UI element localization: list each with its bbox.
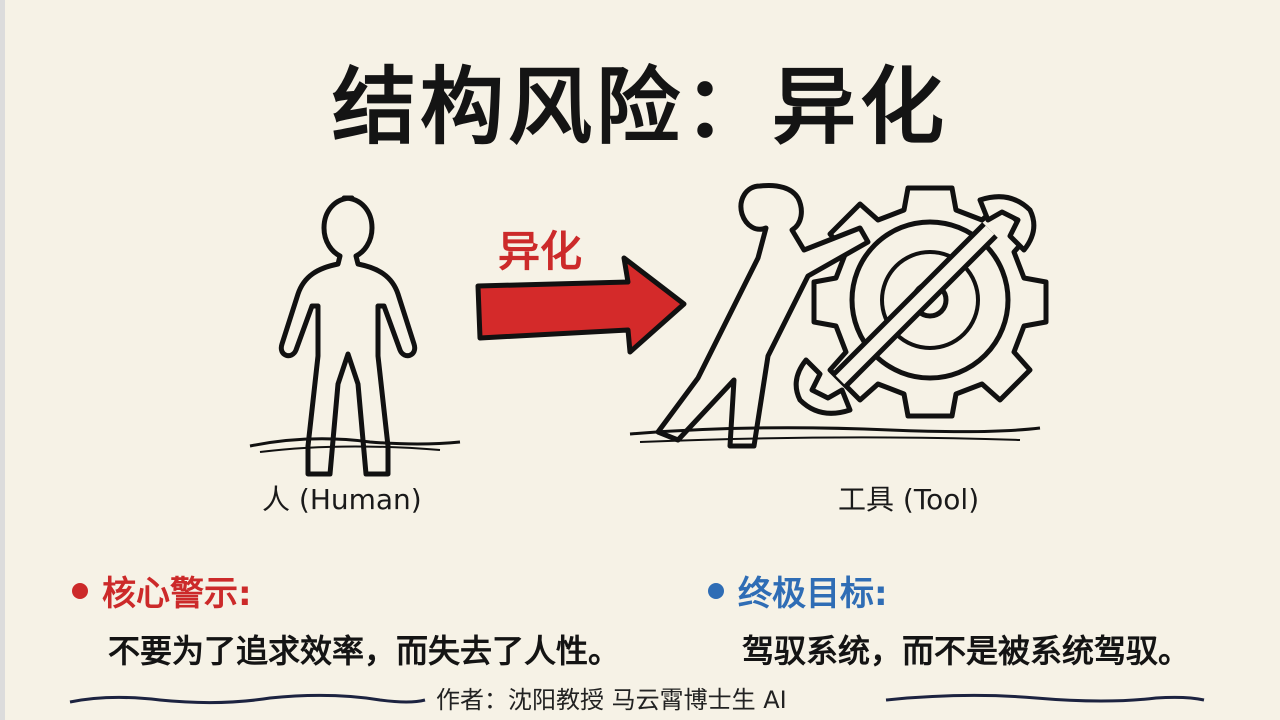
footer-divider-right [885, 693, 1205, 703]
human-label: 人 (Human) [262, 483, 422, 516]
alienation-arrow-label: 异化 [498, 227, 583, 276]
author-credit: 作者：沈阳教授 马云霄博士生 AI [436, 686, 787, 714]
goal-heading: 终极目标: [708, 566, 888, 615]
footer-divider-left [69, 693, 426, 705]
warning-heading: 核心警示: [72, 566, 252, 615]
standing-human-icon [249, 195, 461, 477]
blue-bullet-icon [708, 582, 724, 599]
tool-label: 工具 (Tool) [838, 483, 980, 516]
warning-heading-text: 核心警示: [102, 574, 252, 614]
warning-text: 不要为了追求效率，而失去了人性。 [108, 632, 621, 670]
page-title: 结构风险：异化 [331, 58, 948, 156]
red-bullet-icon [72, 582, 88, 599]
red-arrow-icon [475, 255, 687, 355]
human-pushing-gear-icon [629, 183, 1049, 449]
goal-heading-text: 终极目标: [738, 574, 888, 614]
goal-text: 驾驭系统，而不是被系统驾驭。 [742, 632, 1191, 670]
left-border [0, 0, 5, 720]
